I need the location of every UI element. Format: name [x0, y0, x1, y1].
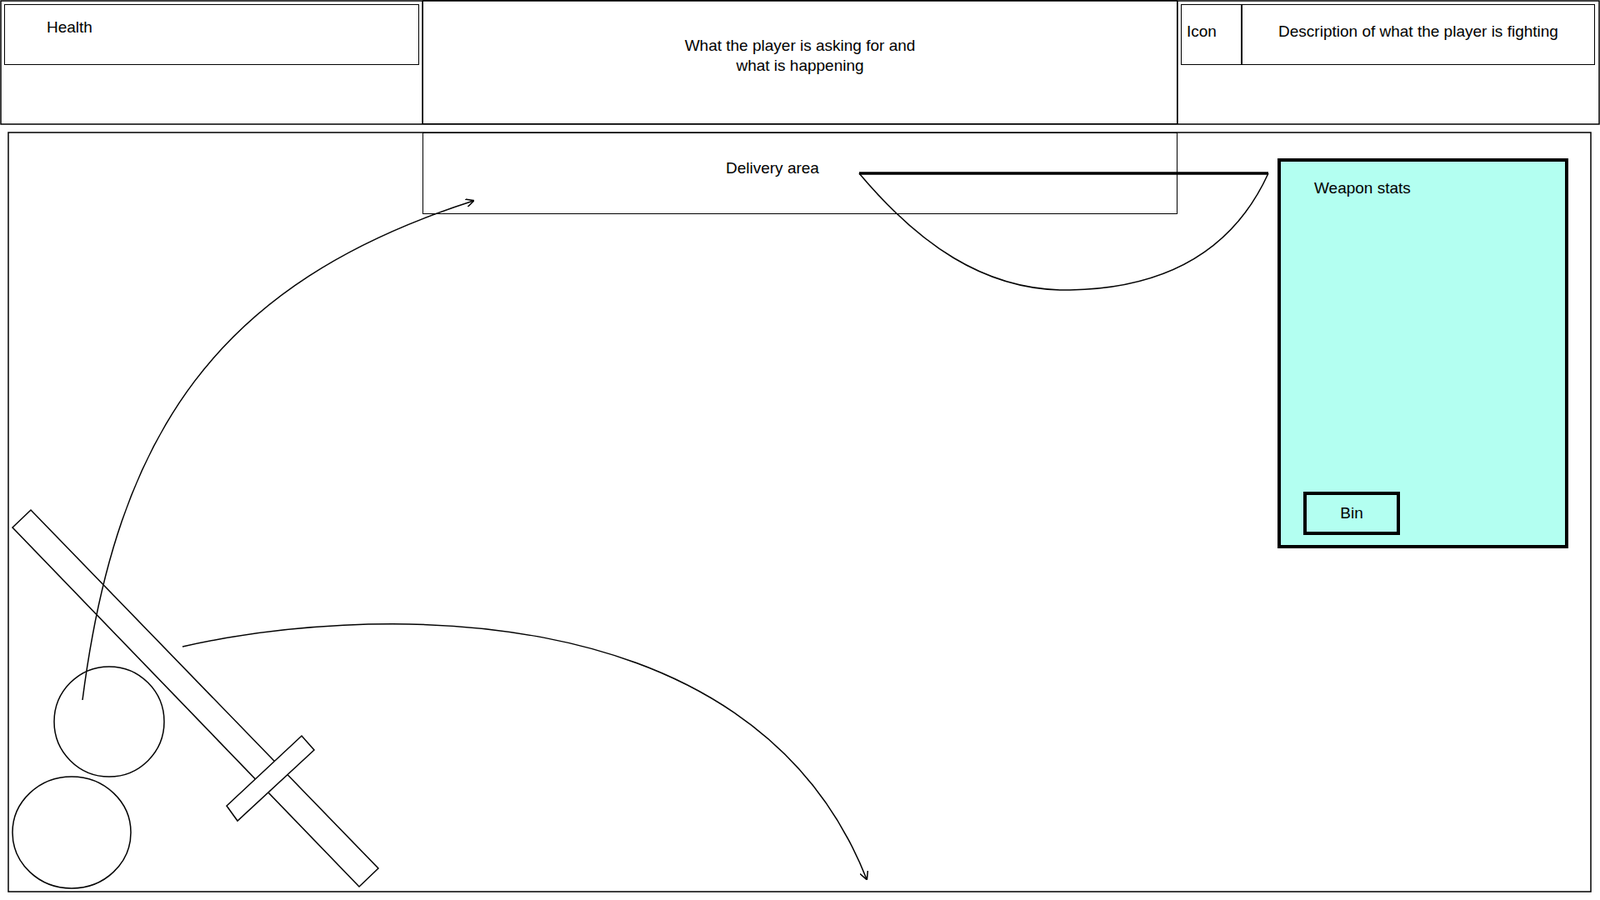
label-text: What the player is asking for and what i…	[678, 35, 922, 76]
top-bar	[0, 0, 1600, 125]
bin-button: Bin	[1303, 491, 1400, 535]
play-area	[8, 132, 1591, 892]
label-text: Description of what the player is fighti…	[1278, 21, 1559, 42]
bowl-curve	[859, 173, 1269, 290]
label-text: Icon	[1186, 21, 1217, 42]
weapon-stats-panel: Weapon statsBin	[1277, 158, 1569, 549]
throw-arrow	[182, 624, 867, 880]
label-text: Health	[46, 17, 93, 38]
health-bar: Health	[4, 4, 420, 65]
delivery-area: Delivery area	[422, 132, 1178, 215]
round-item	[12, 776, 131, 889]
enemy-description: Description of what the player is fighti…	[1241, 4, 1595, 65]
label-text: Delivery area	[725, 158, 820, 179]
message-panel: What the player is asking for and what i…	[422, 0, 1178, 125]
sword-guard	[226, 735, 315, 821]
bowl-rim	[859, 171, 1269, 175]
label-text: Weapon stats	[1314, 178, 1411, 199]
label-text: Bin	[1340, 503, 1363, 524]
sword-blade	[12, 510, 379, 887]
enemy-icon: Icon	[1180, 4, 1242, 65]
throw-arrow	[82, 200, 474, 700]
round-item	[54, 666, 165, 777]
